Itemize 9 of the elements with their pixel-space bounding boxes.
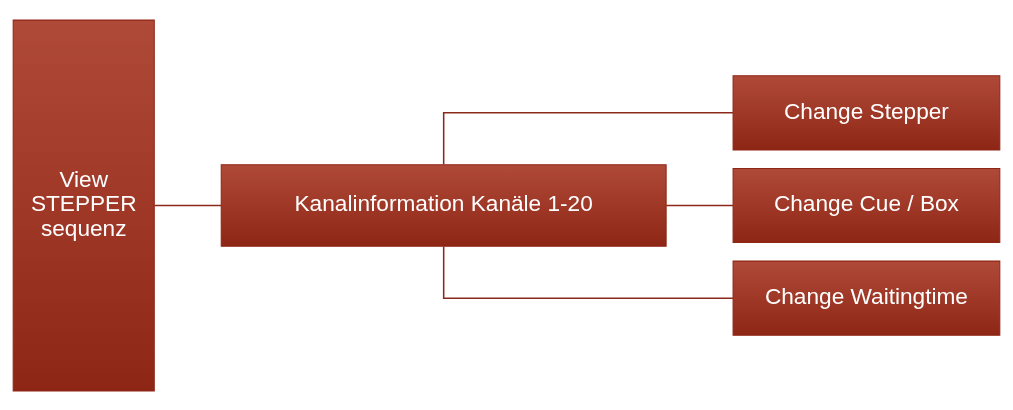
node-box: Change Cue / Box xyxy=(732,167,1001,243)
connector xyxy=(442,245,734,299)
connector xyxy=(153,204,222,206)
node-box: View STEPPER sequenz xyxy=(12,19,155,391)
node-box: Change Waitingtime xyxy=(732,260,1001,336)
connector xyxy=(665,204,734,206)
connector xyxy=(442,111,734,165)
node-box: Change Stepper xyxy=(732,74,1001,150)
node-box: Kanalinformation Kanäle 1-20 xyxy=(220,163,667,247)
